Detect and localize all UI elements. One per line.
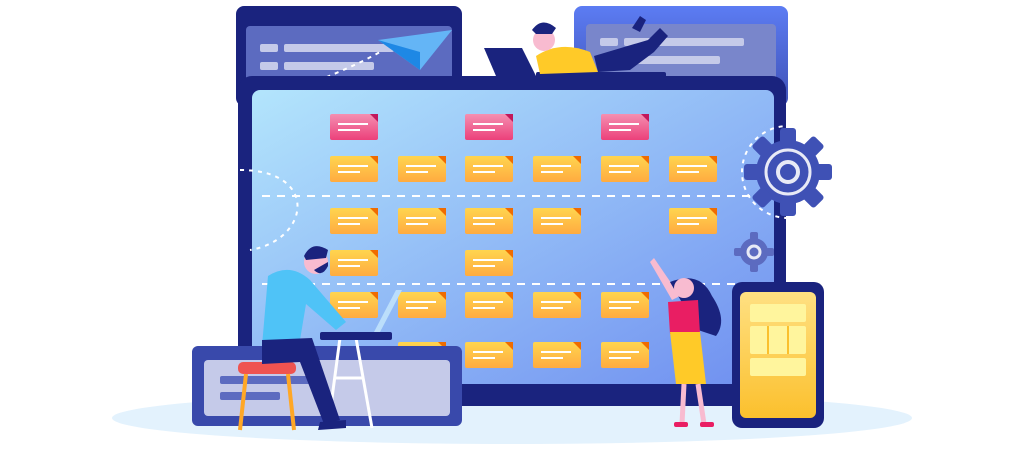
task-note bbox=[533, 156, 581, 182]
task-note bbox=[669, 208, 717, 234]
kanban-board bbox=[330, 114, 717, 368]
woman-pointing bbox=[650, 258, 722, 427]
task-note bbox=[601, 156, 649, 182]
phone-device bbox=[732, 282, 824, 428]
task-note bbox=[398, 208, 446, 234]
person-lying-on-screen bbox=[484, 16, 668, 78]
task-note bbox=[669, 156, 717, 182]
task-note bbox=[533, 208, 581, 234]
task-note bbox=[330, 208, 378, 234]
gear-large-icon bbox=[741, 125, 835, 219]
gear-small-icon bbox=[734, 232, 774, 272]
task-note bbox=[465, 208, 513, 234]
paper-plane-icon bbox=[247, 30, 452, 121]
task-note bbox=[465, 292, 513, 318]
task-note bbox=[533, 342, 581, 368]
task-note bbox=[601, 292, 649, 318]
task-note bbox=[398, 156, 446, 182]
task-note bbox=[465, 156, 513, 182]
person-at-laptop bbox=[238, 246, 402, 431]
task-note bbox=[533, 292, 581, 318]
task-note bbox=[601, 342, 649, 368]
header-note bbox=[330, 114, 378, 140]
task-note bbox=[330, 156, 378, 182]
header-note bbox=[465, 114, 513, 140]
task-note bbox=[465, 342, 513, 368]
task-note bbox=[330, 250, 378, 276]
task-note bbox=[465, 250, 513, 276]
task-note bbox=[398, 292, 446, 318]
task-note bbox=[330, 292, 378, 318]
header-note bbox=[601, 114, 649, 140]
